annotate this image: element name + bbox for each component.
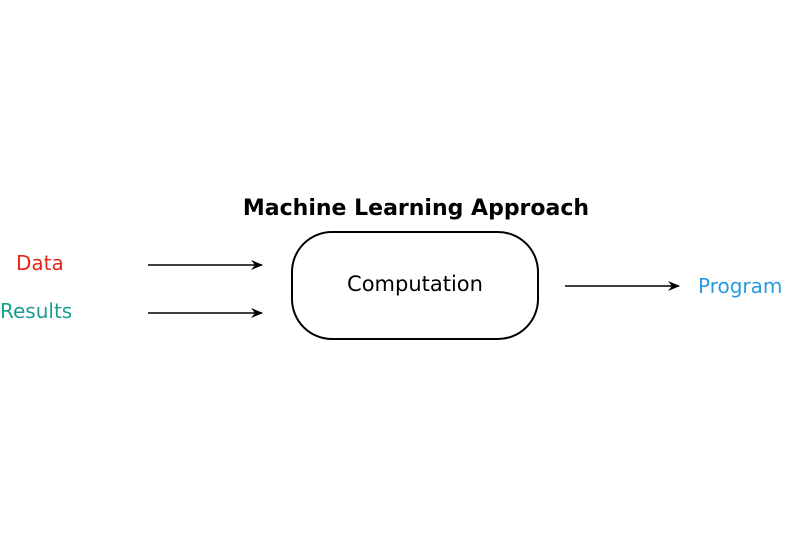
input-label-results: Results xyxy=(0,299,73,323)
computation-label: Computation xyxy=(347,272,483,296)
input-label-data: Data xyxy=(16,251,64,275)
output-label-program: Program xyxy=(698,274,783,298)
diagram-title: Machine Learning Approach xyxy=(242,196,590,221)
computation-box xyxy=(291,231,539,340)
